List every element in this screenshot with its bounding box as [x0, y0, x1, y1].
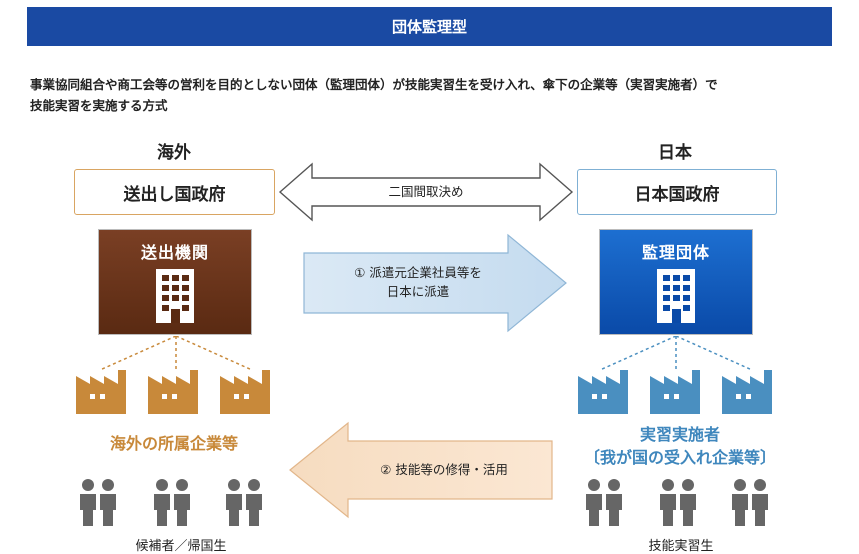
factory-icon [722, 370, 772, 414]
overseas-government-box: 送出し国政府 [74, 169, 275, 215]
people-pair-icon [80, 479, 116, 526]
japan-government-box: 日本国政府 [577, 169, 777, 215]
agreement-arrow-shape [278, 162, 574, 222]
japan-companies-label-2: 〔我が国の受入れ企業等〕 [583, 448, 776, 467]
building-icon [156, 269, 194, 323]
supervising-organization-box: 監理団体 [599, 229, 753, 335]
description-line-1: 事業協同組合や商工会等の営利を目的としない団体（監理団体）が技能実習生を受け入れ… [30, 77, 718, 92]
return-arrow [289, 421, 553, 519]
description-line-2: 技能実習を実施する方式 [30, 98, 168, 113]
dispatch-label: ① 派遣元企業社員等を 日本に派遣 [318, 263, 518, 301]
dispatch-label-line-1: ① 派遣元企業社員等を [354, 265, 482, 280]
people-pair-icon [660, 479, 696, 526]
overseas-people-label: 候補者／帰国生 [135, 539, 227, 554]
japan-people [586, 479, 768, 526]
return-label: ② 技能等の修得・活用 [380, 462, 508, 477]
japan-connector-lines [599, 336, 753, 371]
factory-icon [76, 370, 126, 414]
factory-icon [148, 370, 198, 414]
dispatch-arrow-shape [303, 233, 567, 333]
japan-people-label: 技能実習生 [648, 539, 714, 554]
dispatch-label-line-2: 日本に派遣 [386, 284, 450, 299]
overseas-connector-lines [99, 336, 253, 371]
overseas-factories [76, 370, 270, 414]
sending-organization-label: 送出機関 [140, 243, 209, 262]
overseas-label: 海外 [157, 143, 191, 163]
people-pair-icon [154, 479, 190, 526]
japan-factories [578, 370, 772, 414]
return-arrow-shape [289, 421, 553, 519]
supervising-organization-label: 監理団体 [641, 243, 710, 262]
people-pair-icon [732, 479, 768, 526]
overseas-people [80, 479, 262, 526]
dispatch-arrow [303, 233, 567, 333]
overseas-companies-label: 海外の所属企業等 [109, 434, 238, 453]
japan-government-label: 日本国政府 [634, 184, 720, 205]
agreement-double-arrow [278, 162, 574, 222]
building-icon [657, 269, 695, 323]
overseas-government-label: 送出し国政府 [123, 184, 226, 205]
description: 事業協同組合や商工会等の営利を目的としない団体（監理団体）が技能実習生を受け入れ… [30, 74, 840, 116]
people-pair-icon [586, 479, 622, 526]
factory-icon [220, 370, 270, 414]
agreement-label: 二国間取決め [388, 184, 464, 199]
factory-icon [578, 370, 628, 414]
page-banner: 団体監理型 [27, 7, 832, 46]
japan-label: 日本 [658, 143, 692, 163]
banner-title: 団体監理型 [391, 18, 467, 36]
factory-icon [650, 370, 700, 414]
sending-organization-box: 送出機関 [98, 229, 252, 335]
japan-companies-label-1: 実習実施者 [639, 425, 720, 444]
people-pair-icon [226, 479, 262, 526]
